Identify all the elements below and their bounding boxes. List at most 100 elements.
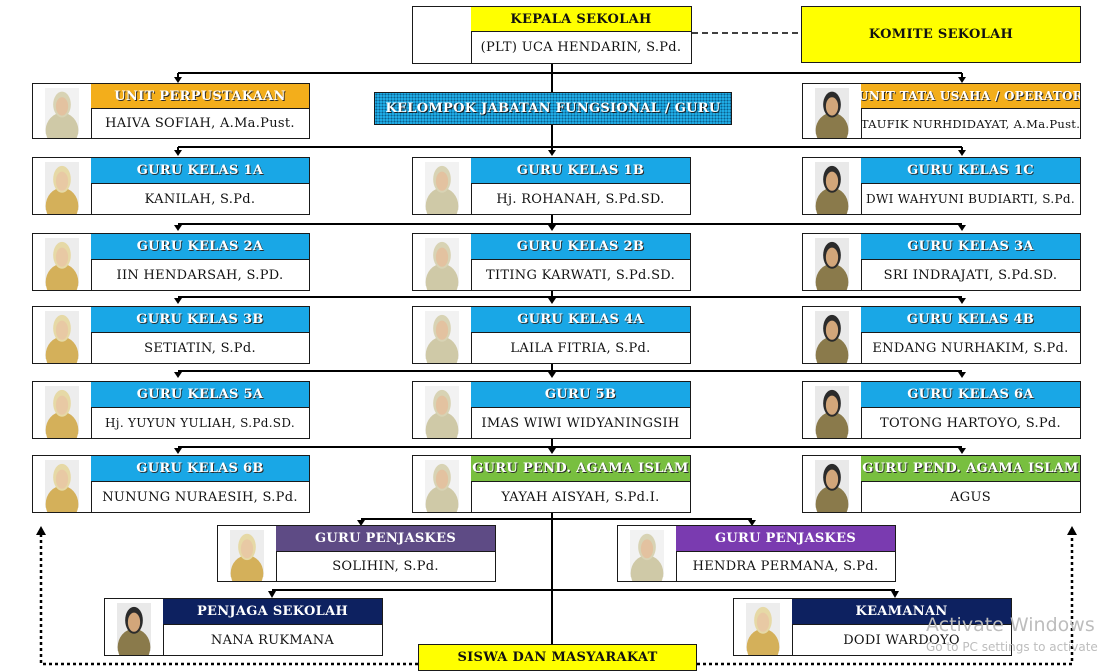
kelompok-jabatan-box[interactable]: KELOMPOK JABATAN FUNGSIONAL / GURU (374, 92, 732, 125)
portrait-icon (815, 88, 849, 138)
staff-photo (413, 307, 472, 363)
teacher-title: GURU KELAS 1C (861, 158, 1080, 184)
teacher-box-right[interactable]: GURU KELAS 3A SRI INDRAJATI, S.Pd.SD. (802, 233, 1081, 291)
unit-perpustakaan-title: UNIT PERPUSTAKAAN (91, 84, 309, 109)
portrait-icon (746, 603, 780, 655)
penjaga-sekolah-name: NANA RUKMANA (210, 632, 335, 648)
teacher-title: GURU KELAS 5A (91, 382, 309, 408)
activate-windows-watermark-subtitle: Go to PC settings to activate (926, 640, 1098, 654)
guru-penjaskes-right-box[interactable]: GURU PENJASKES HENDRA PERMANA, S.Pd. (617, 525, 896, 582)
keamanan-box[interactable]: KEAMANAN DODI WARDOYO (733, 598, 1012, 656)
staff-photo (105, 599, 164, 655)
portrait-icon (815, 386, 849, 438)
teacher-name: IIN HENDARSAH, S.PD. (116, 267, 284, 283)
kepala-sekolah-name: (PLT) UCA HENDARIN, S.Pd. (480, 40, 682, 55)
unit-perpustakaan-box[interactable]: UNIT PERPUSTAKAAN HAIVA SOFIAH, A.Ma.Pus… (32, 83, 310, 139)
staff-photo (734, 599, 793, 655)
teacher-title: GURU KELAS 4A (471, 307, 690, 333)
kepala-sekolah-box[interactable]: KEPALA SEKOLAH (PLT) UCA HENDARIN, S.Pd. (412, 6, 692, 64)
teacher-box-center[interactable]: GURU KELAS 2B TITING KARWATI, S.Pd.SD. (412, 233, 691, 291)
portrait-icon (425, 386, 459, 438)
teacher-box-center[interactable]: GURU KELAS 1B Hj. ROHANAH, S.Pd.SD. (412, 157, 691, 215)
teacher-box-left[interactable]: GURU KELAS 6B NUNUNG NURAESIH, S.Pd. (32, 455, 310, 513)
portrait-icon (45, 88, 79, 138)
teacher-title: GURU 5B (471, 382, 690, 408)
staff-photo (33, 158, 92, 214)
kepala-sekolah-title: KEPALA SEKOLAH (471, 7, 691, 32)
staff-photo (803, 84, 862, 138)
staff-photo (33, 307, 92, 363)
portrait-icon (815, 238, 849, 290)
teacher-name: AGUS (950, 489, 991, 505)
unit-tata-usaha-name: TAUFIK NURHDIDAYAT, A.Ma.Pust. (860, 116, 1081, 131)
teacher-name: SRI INDRAJATI, S.Pd.SD. (883, 267, 1058, 283)
unit-perpustakaan-name: HAIVA SOFIAH, A.Ma.Pust. (105, 116, 295, 131)
portrait-icon (45, 386, 79, 438)
unit-tata-usaha-box[interactable]: UNIT TATA USAHA / OPERATOR TAUFIK NURHDI… (802, 83, 1081, 139)
teacher-title: GURU KELAS 1A (91, 158, 309, 184)
penjaga-sekolah-box[interactable]: PENJAGA SEKOLAH NANA RUKMANA (104, 598, 383, 656)
portrait-icon (425, 311, 459, 363)
portrait-icon (45, 311, 79, 363)
teacher-name: Hj. YUYUN YULIAH, S.Pd.SD. (105, 416, 295, 430)
komite-sekolah-box[interactable]: KOMITE SEKOLAH (801, 6, 1081, 63)
teacher-box-center[interactable]: GURU PEND. AGAMA ISLAM YAYAH AISYAH, S.Pd… (412, 455, 691, 513)
portrait-icon (815, 311, 849, 363)
staff-photo (803, 158, 862, 214)
teacher-title: GURU PEND. AGAMA ISLAM (861, 456, 1080, 482)
teacher-title: GURU KELAS 6B (91, 456, 309, 482)
portrait-icon (45, 238, 79, 290)
teacher-name: NUNUNG NURAESIH, S.Pd. (102, 489, 298, 505)
portrait-icon (815, 162, 849, 214)
teacher-title: GURU PEND. AGAMA ISLAM (471, 456, 690, 482)
staff-photo (803, 234, 862, 290)
staff-photo (33, 84, 92, 138)
teacher-title: GURU KELAS 2B (471, 234, 690, 260)
keamanan-name: DODI WARDOYO (843, 632, 960, 648)
teacher-title: GURU KELAS 6A (861, 382, 1080, 408)
teacher-name: ENDANG NURHAKIM, S.Pd. (872, 340, 1069, 356)
staff-photo (218, 526, 277, 581)
teacher-name: YAYAH AISYAH, S.Pd.I. (501, 489, 660, 505)
penjaga-sekolah-title: PENJAGA SEKOLAH (163, 599, 382, 625)
teacher-title: GURU KELAS 1B (471, 158, 690, 184)
teacher-box-right[interactable]: GURU KELAS 1C DWI WAHYUNI BUDIARTI, S.Pd. (802, 157, 1081, 215)
unit-tata-usaha-title: UNIT TATA USAHA / OPERATOR (861, 84, 1080, 109)
teacher-title: GURU KELAS 2A (91, 234, 309, 260)
portrait-icon (630, 530, 664, 581)
teacher-box-center[interactable]: GURU KELAS 4A LAILA FITRIA, S.Pd. (412, 306, 691, 364)
portrait-icon (117, 603, 151, 655)
teacher-title: GURU KELAS 3B (91, 307, 309, 333)
teacher-name: IMAS WIWI WIDYANINGSIH (481, 415, 680, 431)
teacher-box-center[interactable]: GURU 5B IMAS WIWI WIDYANINGSIH (412, 381, 691, 439)
keamanan-title: KEAMANAN (792, 599, 1011, 625)
guru-penjaskes-left-name: SOLIHIN, S.Pd. (332, 559, 439, 574)
siswa-masyarakat-box[interactable]: SISWA DAN MASYARAKAT (418, 644, 697, 671)
teacher-name: Hj. ROHANAH, S.Pd.SD. (496, 191, 665, 207)
photo-placeholder (413, 7, 472, 63)
portrait-icon (45, 460, 79, 512)
staff-photo (33, 382, 92, 438)
teacher-name: DWI WAHYUNI BUDIARTI, S.Pd. (866, 192, 1075, 206)
guru-penjaskes-right-name: HENDRA PERMANA, S.Pd. (692, 559, 879, 574)
staff-photo (33, 234, 92, 290)
portrait-icon (230, 530, 264, 581)
guru-penjaskes-left-box[interactable]: GURU PENJASKES SOLIHIN, S.Pd. (217, 525, 496, 582)
teacher-title: GURU KELAS 3A (861, 234, 1080, 260)
portrait-icon (815, 460, 849, 512)
portrait-icon (425, 238, 459, 290)
teacher-box-left[interactable]: GURU KELAS 2A IIN HENDARSAH, S.PD. (32, 233, 310, 291)
teacher-name: LAILA FITRIA, S.Pd. (510, 340, 651, 356)
portrait-icon (425, 460, 459, 512)
staff-photo (413, 158, 472, 214)
teacher-box-right[interactable]: GURU PEND. AGAMA ISLAM AGUS (802, 455, 1081, 513)
teacher-box-left[interactable]: GURU KELAS 5A Hj. YUYUN YULIAH, S.Pd.SD. (32, 381, 310, 439)
staff-photo (33, 456, 92, 512)
activate-windows-watermark-title: Activate Windows (926, 614, 1095, 636)
teacher-name: TITING KARWATI, S.Pd.SD. (485, 267, 675, 283)
